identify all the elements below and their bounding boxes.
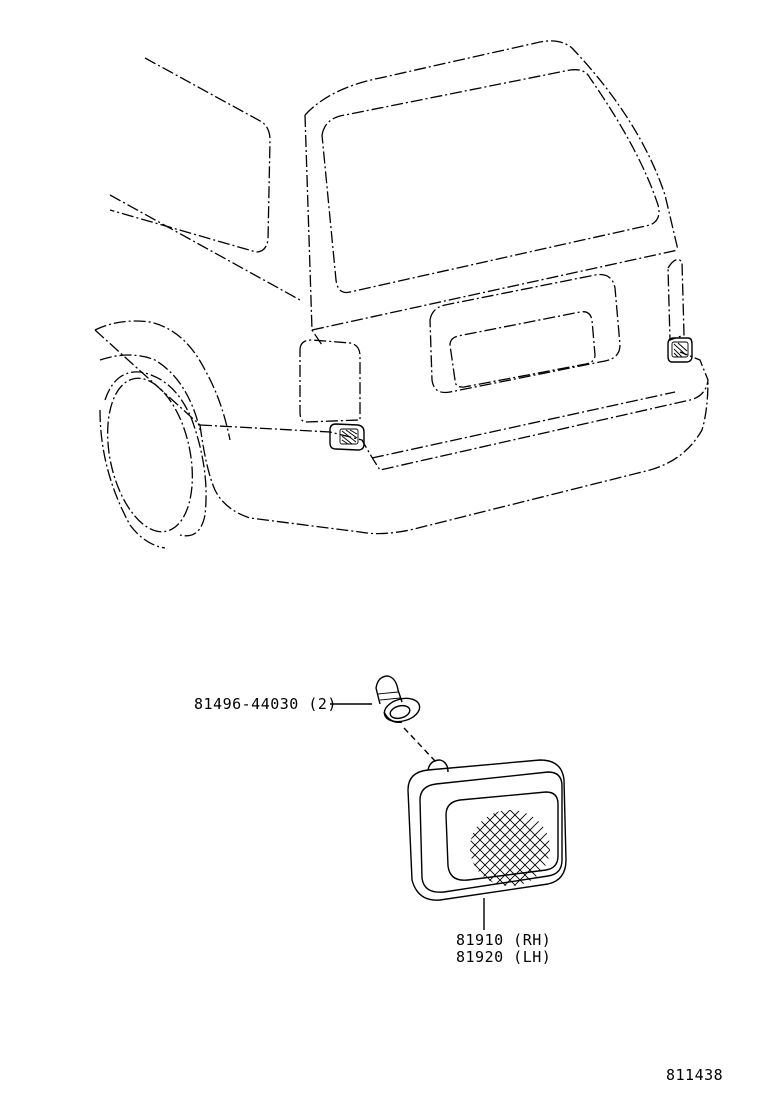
clip-quantity: (2)	[308, 695, 337, 713]
lens-hatch	[470, 810, 550, 886]
reflector-on-vehicle-right	[667, 337, 693, 363]
clip-callout: 81496-44030 (2)	[194, 695, 337, 713]
clip-part-number: 81496-44030	[194, 695, 299, 713]
clip-part	[375, 675, 421, 723]
lamp-callout-rh: 81910 (RH)	[456, 931, 552, 949]
lamp-callout-lh: 81920 (LH)	[456, 948, 552, 966]
vehicle-outline	[94, 40, 709, 549]
reflector-lamp-part	[407, 759, 567, 901]
assembly-line	[403, 727, 437, 763]
figure-code: 811438	[666, 1066, 724, 1084]
reflector-on-vehicle-left	[329, 423, 365, 451]
